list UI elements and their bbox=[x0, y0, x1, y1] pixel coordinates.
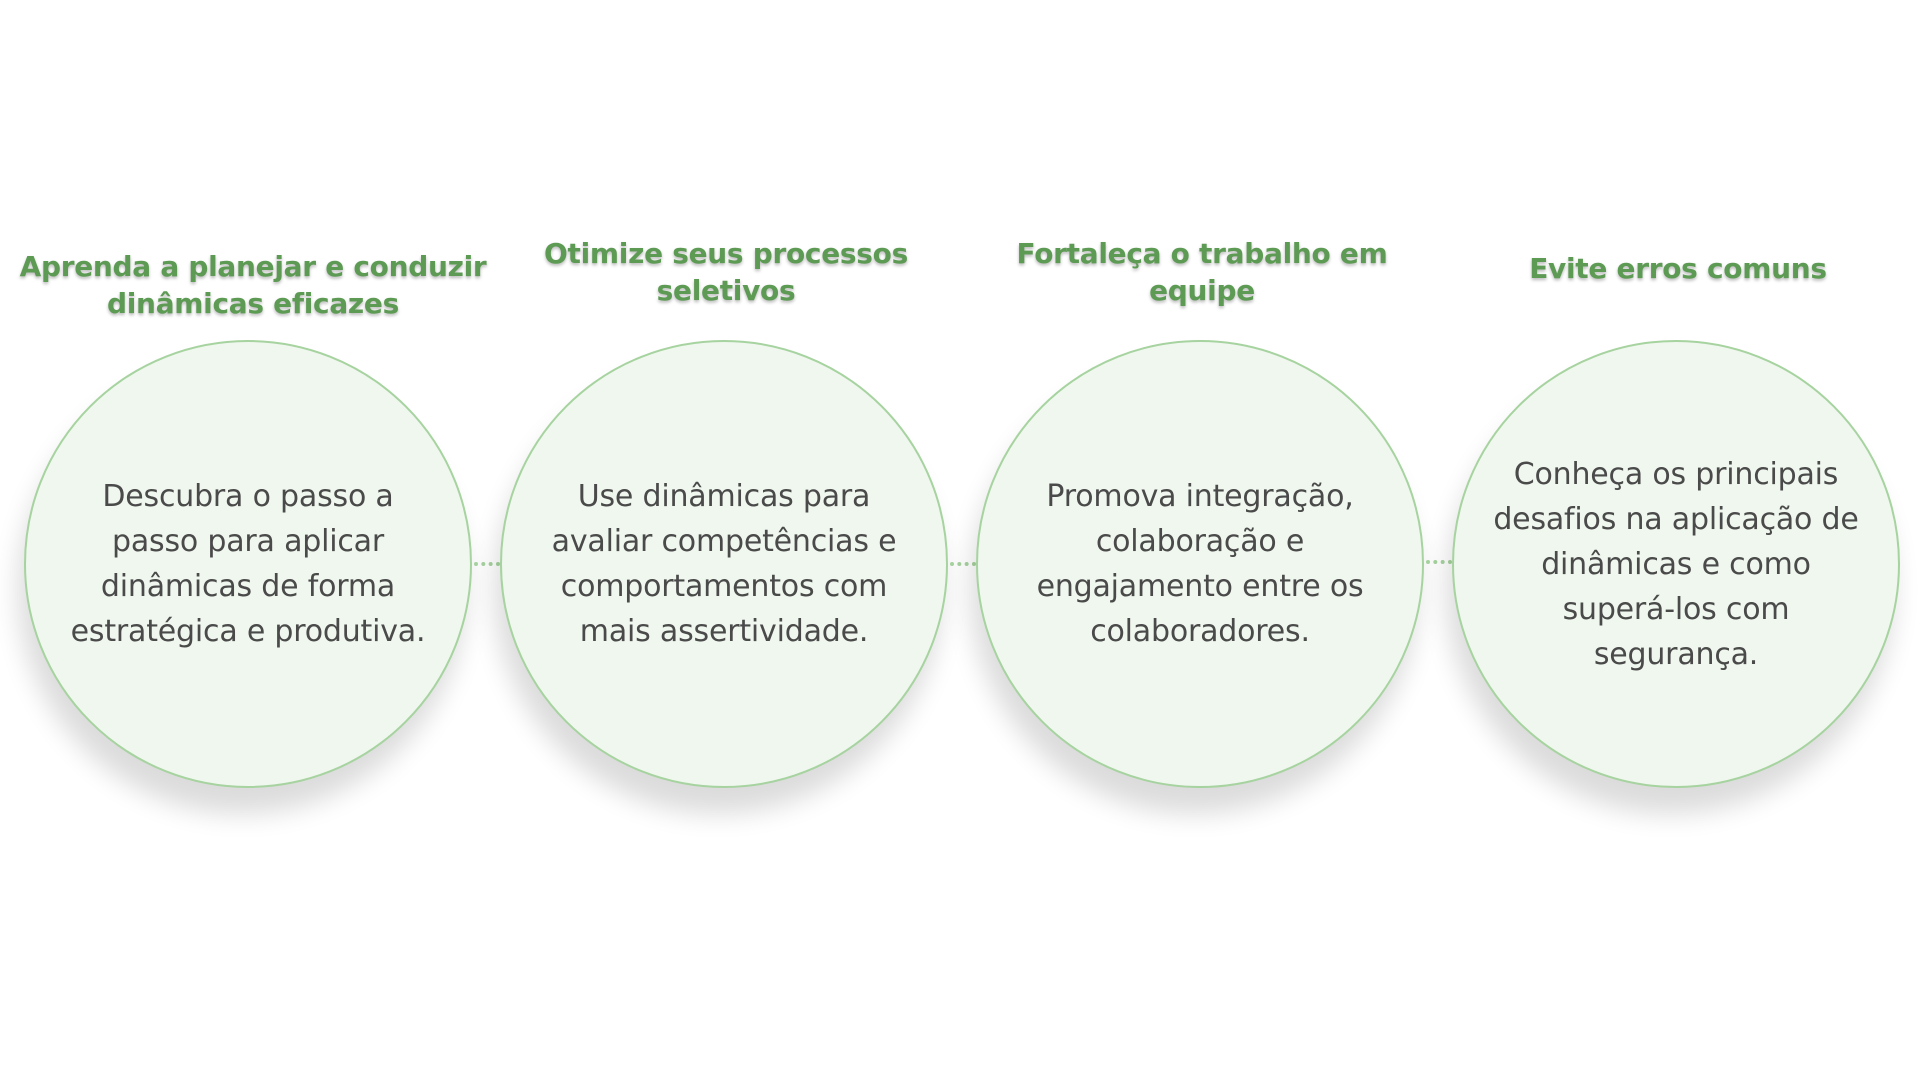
step-4-description: Conheça os principais desafios na aplica… bbox=[1493, 456, 1859, 672]
connector-2-3 bbox=[950, 562, 976, 566]
step-2-title: Otimize seus processos seletivos bbox=[544, 237, 908, 307]
step-3-title: Fortaleça o trabalho em equipe bbox=[1016, 237, 1388, 307]
connector-1-2 bbox=[474, 562, 500, 566]
step-4-title: Evite erros comuns bbox=[1529, 252, 1827, 285]
step-3-circle: Promova integração, colaboração e engaja… bbox=[976, 340, 1424, 788]
step-2-circle: Use dinâmicas para avaliar competências … bbox=[500, 340, 948, 788]
step-1-title: Aprenda a planejar e conduzir dinâmicas … bbox=[19, 250, 487, 320]
step-4-circle: Conheça os principais desafios na aplica… bbox=[1452, 340, 1900, 788]
connector-3-4 bbox=[1426, 560, 1452, 564]
step-1-description: Descubra o passo a passo para aplicar di… bbox=[70, 479, 426, 649]
step-3-description: Promova integração, colaboração e engaja… bbox=[1036, 479, 1364, 649]
step-1-circle: Descubra o passo a passo para aplicar di… bbox=[24, 340, 472, 788]
step-2-description: Use dinâmicas para avaliar competências … bbox=[551, 479, 897, 649]
